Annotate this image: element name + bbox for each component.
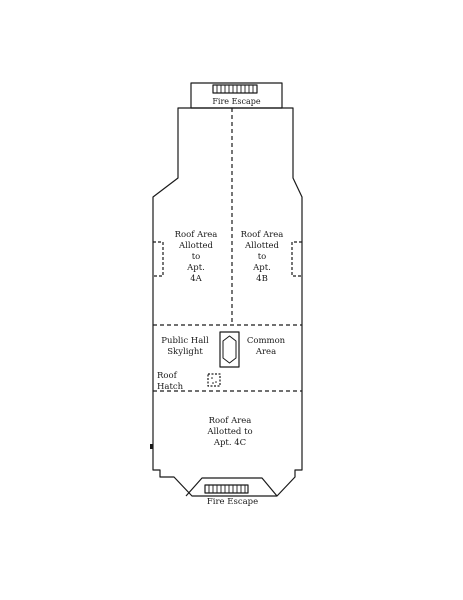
public-hall-skylight-label: Public Hall Skylight [155, 336, 215, 358]
roof-area-4a-label: Roof Area Allotted to Apt. 4A [163, 230, 229, 285]
bottom-fire-escape-label: Fire Escape [206, 497, 259, 507]
roof-hatch-box [207, 373, 221, 387]
roof-area-4c-line-1: Roof Area [208, 416, 252, 426]
left-alcove [153, 241, 164, 277]
roof-area-4a-line-1: Roof Area [174, 230, 218, 240]
roof-area-4b-line-3: to [257, 252, 267, 262]
roof-area-4c-line-2: Allotted to [207, 427, 253, 437]
public-hall-line-1: Public Hall [161, 336, 209, 346]
roof-hatch-line-1: Roof [157, 371, 177, 381]
roof-hatch-label: Roof Hatch [157, 371, 197, 393]
public-hall-line-2: Skylight [167, 347, 203, 357]
building-outline [152, 107, 303, 497]
bottom-fire-escape-grate-bars [208, 485, 246, 493]
roof-area-4b-line-1: Roof Area [240, 230, 284, 240]
edge-marks [150, 377, 217, 449]
top-fire-escape-label: Fire Escape [212, 97, 261, 106]
common-area-label: Common Area [243, 336, 289, 358]
roof-area-4c-label: Roof Area Allotted to Apt. 4C [180, 416, 280, 449]
top-fire-escape-grate [212, 84, 258, 94]
common-area-line-2: Area [255, 347, 277, 357]
roof-area-4b-line-2: Allotted [245, 241, 279, 251]
roof-area-4a-line-4: Apt. [187, 263, 205, 273]
roof-area-4c-line-3: Apt. 4C [213, 438, 247, 448]
roof-area-4b-label: Roof Area Allotted to Apt. 4B [233, 230, 291, 285]
common-area-line-1: Common [246, 336, 286, 346]
roof-hatch-line-2: Hatch [157, 382, 184, 392]
roof-area-4b-line-5: 4B [256, 274, 268, 284]
right-alcove [291, 241, 302, 277]
roof-area-4a-line-2: Allotted [179, 241, 213, 251]
roof-area-4b-line-4: Apt. [253, 263, 271, 273]
bottom-fire-escape-outline [185, 477, 278, 497]
skylight-inner [222, 335, 237, 364]
roof-area-4a-line-5: 4A [190, 274, 202, 284]
bottom-fire-escape-grate [204, 484, 249, 494]
top-fire-escape-grate-bars [216, 85, 254, 93]
skylight-outer [219, 331, 240, 368]
roof-area-4a-line-3: to [191, 252, 201, 262]
